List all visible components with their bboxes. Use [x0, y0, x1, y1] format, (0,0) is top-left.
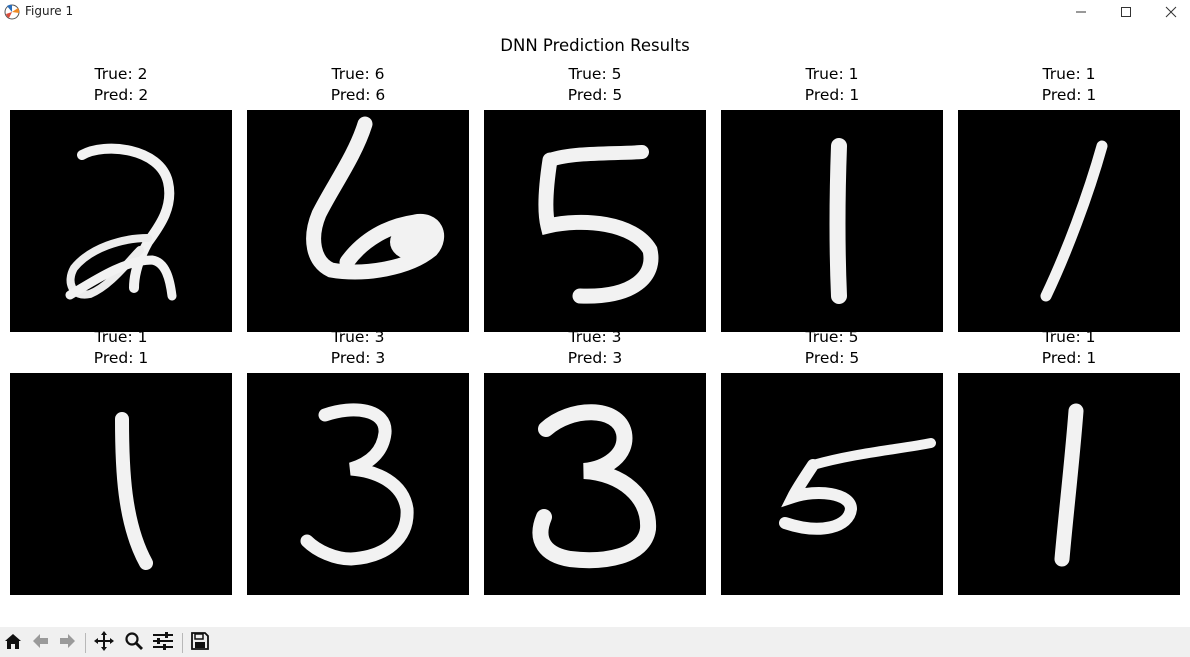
- digit-panel: True: 1 Pred: 1: [958, 327, 1180, 595]
- window-title: Figure 1: [25, 4, 74, 18]
- true-label: True: 5: [805, 328, 859, 346]
- save-button[interactable]: [187, 630, 213, 656]
- digit-panel: True: 1 Pred: 1: [721, 64, 943, 332]
- configure-subplots-button[interactable]: [150, 630, 176, 656]
- digit-image-5: [484, 110, 706, 332]
- toolbar-separator: [182, 633, 183, 653]
- pan-button[interactable]: [91, 630, 117, 656]
- digit-image-3: [247, 373, 469, 595]
- true-label: True: 2: [94, 65, 148, 83]
- digit-panel: True: 5 Pred: 5: [484, 64, 706, 332]
- true-label: True: 5: [568, 65, 622, 83]
- true-label: True: 1: [1042, 65, 1096, 83]
- minimize-icon: [1075, 3, 1087, 22]
- maximize-icon: [1120, 3, 1132, 22]
- toolbar-separator: [85, 633, 86, 653]
- digit-image-1: [10, 373, 232, 595]
- back-icon: [30, 631, 50, 655]
- digit-image-1: [958, 110, 1180, 332]
- true-label: True: 3: [568, 328, 622, 346]
- true-label: True: 3: [331, 328, 385, 346]
- digit-panel: True: 6 Pred: 6: [247, 64, 469, 332]
- pred-label: Pred: 6: [330, 86, 386, 104]
- minimize-button[interactable]: [1058, 0, 1104, 24]
- digit-image-1: [721, 110, 943, 332]
- forward-icon: [58, 631, 78, 655]
- true-label: True: 6: [331, 65, 385, 83]
- digit-image-3: [484, 373, 706, 595]
- true-label: True: 1: [94, 328, 148, 346]
- digit-panel: True: 5 Pred: 5: [721, 327, 943, 595]
- figure-suptitle: DNN Prediction Results: [500, 36, 690, 55]
- zoom-button[interactable]: [121, 630, 147, 656]
- digit-panel: True: 2 Pred: 2: [10, 64, 232, 332]
- zoom-icon: [124, 631, 144, 655]
- pan-icon: [93, 630, 115, 656]
- digit-panel: True: 1 Pred: 1: [10, 327, 232, 595]
- digit-image-1: [958, 373, 1180, 595]
- digit-image-5: [721, 373, 943, 595]
- navigation-toolbar: [0, 627, 1190, 657]
- maximize-button[interactable]: [1103, 0, 1149, 24]
- pred-label: Pred: 2: [93, 86, 149, 104]
- save-icon: [190, 631, 210, 655]
- pred-label: Pred: 3: [567, 349, 623, 367]
- pred-label: Pred: 1: [93, 349, 149, 367]
- configure-subplots-icon: [152, 631, 174, 655]
- digit-panel: True: 3 Pred: 3: [247, 327, 469, 595]
- pred-label: Pred: 5: [567, 86, 623, 104]
- digit-panel: True: 3 Pred: 3: [484, 327, 706, 595]
- pred-label: Pred: 3: [330, 349, 386, 367]
- pred-label: Pred: 1: [1041, 349, 1097, 367]
- digit-panel: True: 1 Pred: 1: [958, 64, 1180, 332]
- pred-label: Pred: 5: [804, 349, 860, 367]
- digit-image-2: [10, 110, 232, 332]
- true-label: True: 1: [805, 65, 859, 83]
- pred-label: Pred: 1: [804, 86, 860, 104]
- close-button[interactable]: [1148, 0, 1190, 24]
- true-label: True: 1: [1042, 328, 1096, 346]
- digit-image-6: [247, 110, 469, 332]
- close-icon: [1165, 3, 1177, 22]
- forward-button[interactable]: [55, 630, 81, 656]
- back-button[interactable]: [27, 630, 53, 656]
- matplotlib-icon: [3, 3, 21, 21]
- home-button[interactable]: [0, 630, 26, 656]
- pred-label: Pred: 1: [1041, 86, 1097, 104]
- window-titlebar: Figure 1: [0, 0, 1190, 24]
- home-icon: [3, 631, 23, 655]
- figure-canvas[interactable]: DNN Prediction Results True: 2 Pred: 2 T…: [0, 24, 1190, 627]
